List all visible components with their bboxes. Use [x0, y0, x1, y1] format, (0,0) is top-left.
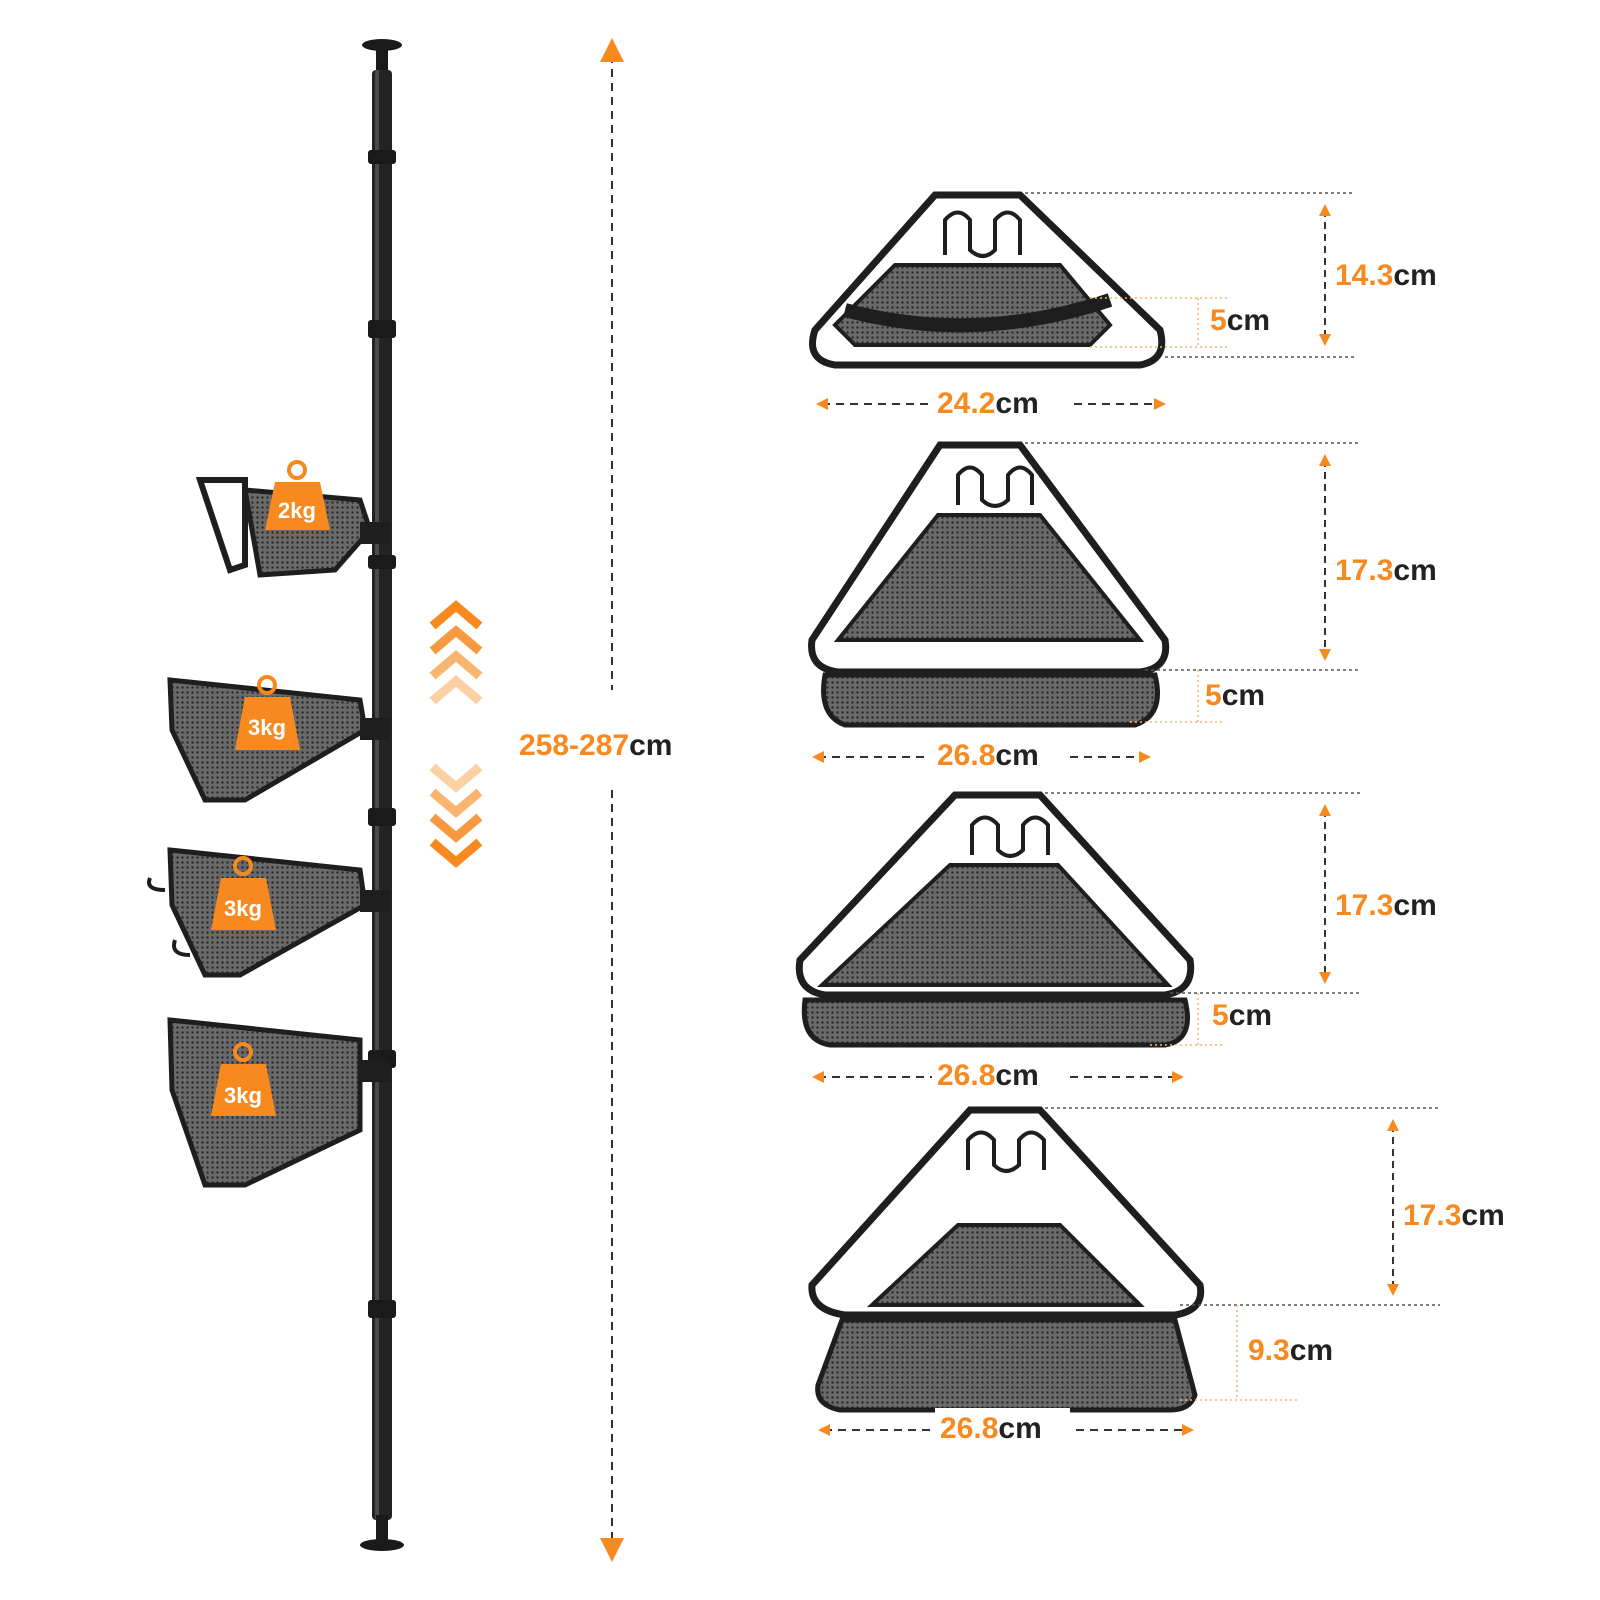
- shelf-4-detail: 17.3cm 9.3cm 26.8cm: [808, 1106, 1505, 1448]
- pole-height-dimension: 258-287cm: [519, 38, 672, 1562]
- shelf-3-base-label: 5cm: [1212, 999, 1272, 1032]
- shelf-3-width-label: 26.8cm: [937, 1059, 1039, 1092]
- weight-icon: 3kg: [211, 856, 276, 930]
- adjust-down-arrows-icon: [429, 763, 483, 868]
- weight-icon: 3kg: [211, 1042, 276, 1116]
- weight-label: 2kg: [278, 498, 316, 523]
- shelf-2-width-label: 26.8cm: [937, 739, 1039, 772]
- shelf-2-detail: 17.3cm 5cm 26.8cm: [808, 441, 1437, 775]
- shelf-1-detail: 14.3cm 5cm 24.2cm: [809, 191, 1437, 422]
- shelf-3-detail: 17.3cm 5cm 26.8cm: [795, 791, 1437, 1095]
- dimension-arrow-icon: [600, 38, 624, 62]
- pole-shelf-4: [167, 1017, 390, 1188]
- shelf-4-base-label: 9.3cm: [1248, 1334, 1333, 1367]
- weight-label: 3kg: [224, 1083, 262, 1108]
- shelf-1-base-label: 5cm: [1210, 304, 1270, 337]
- shelf-1-width-label: 24.2cm: [937, 387, 1039, 420]
- weight-icon: 2kg: [265, 460, 330, 530]
- shelf-4-height-label: 17.3cm: [1403, 1199, 1505, 1232]
- dimension-arrow-icon: [600, 1538, 624, 1562]
- adjust-up-arrows-icon: [429, 600, 483, 705]
- shelf-2-height-label: 17.3cm: [1335, 554, 1437, 587]
- shelf-3-height-label: 17.3cm: [1335, 889, 1437, 922]
- shelf-2-base-label: 5cm: [1205, 679, 1265, 712]
- shelf-1-height-label: 14.3cm: [1335, 259, 1437, 292]
- pole-height-label: 258-287cm: [519, 729, 672, 762]
- tension-pole: [360, 39, 404, 1551]
- shelf-4-width-label: 26.8cm: [940, 1412, 1042, 1445]
- weight-label: 3kg: [224, 896, 262, 921]
- weight-label: 3kg: [248, 715, 286, 740]
- weight-icon: 3kg: [235, 675, 300, 750]
